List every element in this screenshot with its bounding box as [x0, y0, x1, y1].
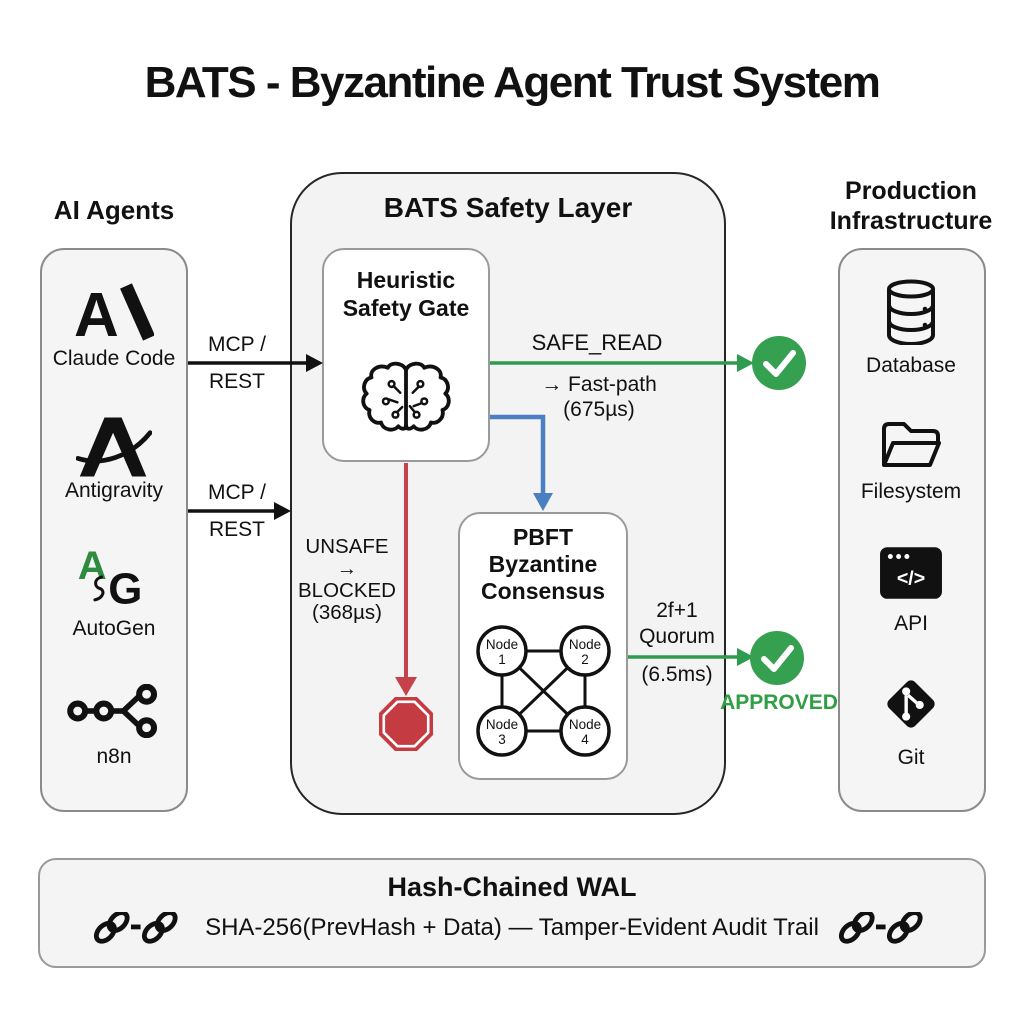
pbft-node [476, 625, 528, 677]
svg-text:4: 4 [581, 732, 589, 747]
heuristic-gate-title-line1: Heuristic [356, 267, 456, 293]
n8n-icon [67, 684, 158, 738]
pbft-title-line2: Byzantine [488, 551, 598, 577]
brain-icon [361, 361, 451, 432]
svg-text:1: 1 [498, 652, 506, 667]
pbft-title-line3: Consensus [481, 578, 605, 604]
quorum-label-line2: Quorum [639, 625, 715, 648]
quorum-latency: (6.5ms) [641, 663, 713, 686]
pbft-node [476, 705, 528, 757]
pbft-node [559, 625, 611, 677]
unsafe-label-line1: UNSAFE [305, 535, 389, 558]
infra-label-api: API [894, 612, 928, 635]
agent-label-claude-code: Claude Code [52, 347, 176, 370]
approved-status: APPROVED [720, 691, 838, 714]
infra-label-git: Git [897, 746, 925, 769]
svg-text:Node: Node [569, 637, 601, 652]
svg-text:Node: Node [486, 717, 518, 732]
chain-link-icon [838, 912, 923, 944]
mcp-top-label-line2: REST [208, 370, 266, 393]
mcp-top-label-line1: MCP / [208, 333, 266, 356]
autogen-icon: A G [78, 544, 143, 609]
git-icon [887, 680, 935, 728]
infrastructure-heading-line2: Infrastructure [829, 207, 993, 235]
svg-text:3: 3 [498, 732, 506, 747]
database-icon [887, 279, 935, 345]
agents-panel [40, 248, 188, 812]
quorum-label-line1: 2f+1 [656, 599, 698, 622]
infra-label-database: Database [866, 354, 956, 377]
stop-sign-icon [379, 697, 433, 751]
svg-text:Node: Node [569, 717, 601, 732]
svg-text:</>: </> [897, 567, 925, 589]
agents-panel-heading: AI Agents [53, 195, 175, 225]
check-circle-icon [752, 336, 806, 390]
mcp-bottom-label-line2: REST [208, 518, 266, 541]
svg-text:2: 2 [581, 652, 589, 667]
svg-text:A: A [78, 544, 107, 588]
svg-text:Node: Node [486, 637, 518, 652]
agent-label-n8n: n8n [96, 745, 132, 768]
pbft-node [559, 705, 611, 757]
wal-title: Hash-Chained WAL [387, 872, 637, 902]
heuristic-gate-title-line2: Safety Gate [342, 295, 470, 321]
api-icon: </> [880, 547, 942, 599]
fast-path-latency: (675µs) [563, 398, 635, 421]
mcp-bottom-label-line1: MCP / [208, 481, 266, 504]
pbft-title-line1: PBFT [512, 524, 574, 550]
wal-bar [38, 858, 986, 968]
check-circle-icon [750, 631, 804, 685]
agent-label-antigravity: Antigravity [64, 479, 164, 502]
page-title: BATS - Byzantine Agent Trust System [144, 58, 881, 107]
infra-label-filesystem: Filesystem [860, 480, 962, 503]
folder-icon [882, 422, 941, 467]
wal-subtitle: SHA-256(PrevHash + Data) — Tamper-Eviden… [205, 914, 819, 941]
infrastructure-heading-line1: Production [845, 177, 977, 205]
svg-text:A: A [74, 283, 119, 341]
antigravity-icon [76, 417, 152, 477]
anthropic-ai-icon: A [74, 283, 154, 341]
svg-text:G: G [108, 565, 142, 609]
chain-link-icon [94, 912, 178, 944]
unsafe-label-line3: BLOCKED [298, 579, 396, 602]
safety-layer-title: BATS Safety Layer [383, 192, 633, 223]
fast-path-label: → Fast-path [541, 373, 657, 396]
agent-label-autogen: AutoGen [72, 617, 156, 640]
unsafe-label-line2: → [336, 557, 358, 580]
safe-read-label: SAFE_READ [531, 330, 663, 355]
unsafe-label-line4: (368µs) [312, 601, 382, 624]
